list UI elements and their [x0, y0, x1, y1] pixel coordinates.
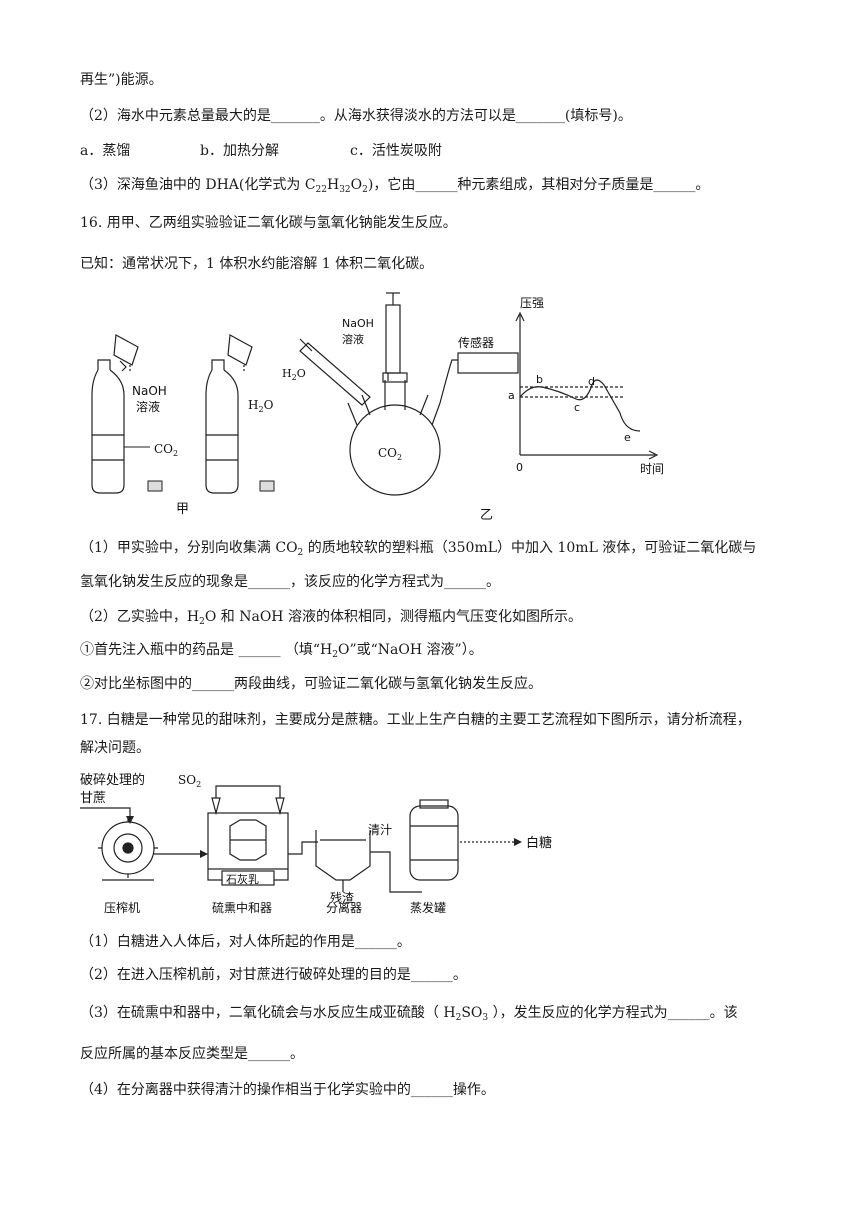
co2-label: CO2 [154, 442, 178, 458]
syringe-naoh-label: NaOH [342, 317, 374, 330]
bottle-cap [147, 480, 163, 492]
question-17-title: 17. 白糖是一种常见的甜味剂，主要成分是蔗糖。工业上生产白糖的主要工艺流程如下… [80, 712, 751, 728]
question-16-1a: （1）甲实验中，分别向收集满 CO2 的质地较软的塑料瓶（350mL）中加入 1… [80, 540, 757, 558]
text-line: 再生”)能源。 [80, 72, 163, 88]
question-16-2a: ①首先注入瓶中的药品是 ______ （填“H2O”或“NaOH 溶液”）。 [80, 642, 483, 660]
point-d: d [588, 375, 595, 388]
white-sugar-label: 白糖 [526, 835, 552, 851]
cane-label-2: 甘蔗 [80, 791, 106, 806]
point-e: e [624, 431, 631, 444]
point-b: b [536, 373, 543, 386]
neutralizer-label: 硫熏中和器 [212, 900, 272, 915]
point-a: a [508, 389, 515, 402]
option-a: a．蒸馏 [80, 143, 131, 159]
graph-origin: 0 [516, 461, 523, 474]
residue-label: 残渣 [330, 891, 354, 905]
separator [315, 830, 371, 892]
clear-juice-label: 清汁 [368, 823, 392, 837]
neutralizer [207, 785, 289, 886]
bottle-cap [259, 480, 275, 492]
question-15-3: （3）深海鱼油中的 DHA(化学式为 C22H32O2)，它由______种元素… [80, 177, 710, 195]
graph-y-label: 压强 [520, 296, 544, 310]
bottle2-water-label: H2O [248, 398, 274, 414]
question-15-2: （2）海水中元素总量最大的是_______。从海水获得淡水的方法可以是_____… [80, 108, 632, 124]
question-16-2: （2）乙实验中，H2O 和 NaOH 溶液的体积相同，测得瓶内气压变化如图所示。 [80, 609, 582, 627]
question-16-title: 16. 用甲、乙两组实验验证二氧化碳与氢氧化钠能发生反应。 [80, 215, 457, 231]
lime-label: 石灰乳 [226, 872, 259, 886]
bottle-water [205, 334, 253, 494]
figure-16: NaOH 溶液 CO2 H2O 甲 NaOH 溶液 H2O 传感器 CO2 乙 [91, 292, 664, 523]
bottle1-solution-label: 溶液 [136, 399, 160, 414]
bottle-naoh [91, 334, 139, 494]
press-machine [98, 818, 158, 881]
evaporator-label: 蒸发罐 [410, 900, 446, 915]
question-17-3b: 反应所属的基本反应类型是______。 [80, 1046, 304, 1062]
flask-co2-label: CO2 [378, 446, 402, 462]
figure-17-flow: 破碎处理的 甘蔗 SO2 石灰乳 清汁 白糖 残渣 压 [80, 772, 552, 915]
question-16-2b: ②对比坐标图中的______两段曲线，可验证二氧化碳与氢氧化钠发生反应。 [80, 676, 542, 692]
separator-label: 分离器 [326, 900, 362, 915]
evaporator [409, 799, 459, 881]
point-c: c [574, 401, 580, 414]
question-17-4: （4）在分离器中获得清汁的操作相当于化学实验中的______操作。 [80, 1082, 495, 1098]
syringe-water-label: H2O [282, 367, 306, 382]
question-17-2: （2）在进入压榨机前，对甘蔗进行破碎处理的目的是______。 [80, 967, 467, 983]
question-17-1: （1）白糖进入人体后，对人体所起的作用是______。 [80, 934, 411, 950]
question-16-1b: 氢氧化钠发生反应的现象是______，该反应的化学方程式为______。 [80, 574, 500, 590]
label-jia: 甲 [176, 502, 189, 517]
question-16-known: 已知：通常状况下，1 体积水约能溶解 1 体积二氧化碳。 [80, 256, 434, 272]
flask-apparatus [299, 292, 519, 496]
so2-label: SO2 [178, 773, 201, 789]
syringe-solution-label: 溶液 [342, 332, 364, 346]
option-c: c．活性炭吸附 [350, 143, 442, 159]
graph-x-label: 时间 [640, 462, 664, 476]
sensor-label: 传感器 [458, 335, 494, 350]
label-yi: 乙 [480, 508, 493, 523]
cane-label-1: 破碎处理的 [80, 772, 145, 788]
option-b: b．加热分解 [200, 143, 279, 159]
question-17-3a: （3）在硫熏中和器中，二氧化硫会与水反应生成亚硫酸（ H2SO3 ），发生反应的… [80, 1005, 738, 1023]
press-label: 压榨机 [104, 900, 140, 915]
pressure-graph [515, 311, 659, 460]
bottle1-naoh-label: NaOH [132, 384, 167, 398]
question-17-title-cont: 解决问题。 [80, 740, 150, 756]
